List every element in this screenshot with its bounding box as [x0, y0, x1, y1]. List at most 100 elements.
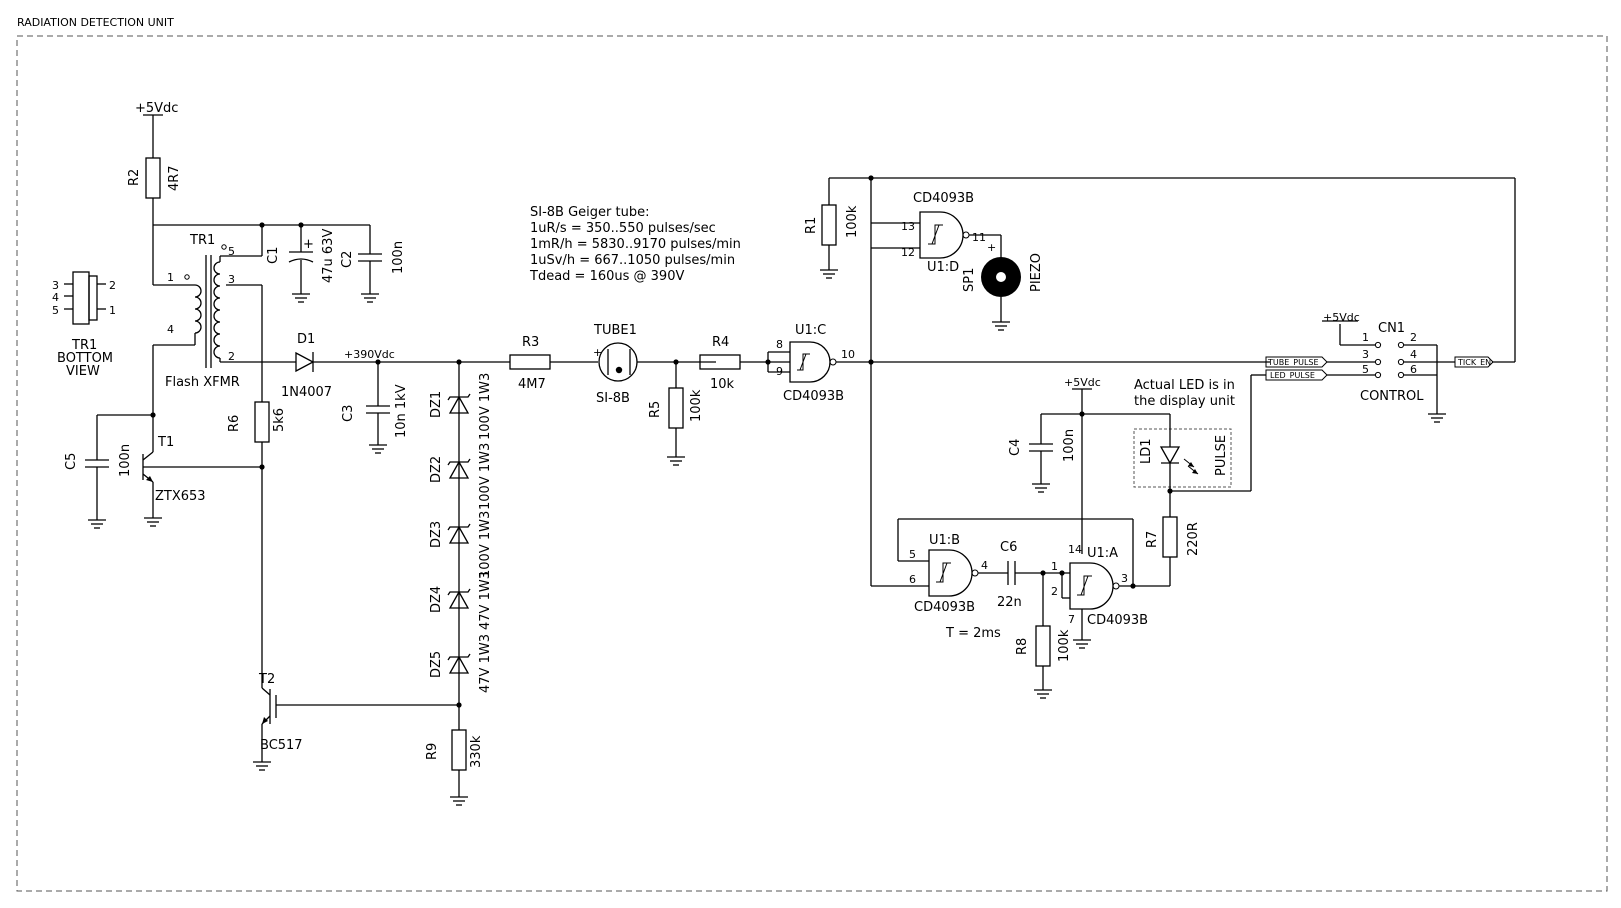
tr1-view-title: TR1	[71, 338, 97, 353]
ld1-ref: LD1	[1139, 438, 1154, 464]
c4-capacitor[interactable]: C4 100n	[1008, 414, 1077, 484]
c3-ref: C3	[341, 405, 356, 422]
tr1-view-pin-2: 2	[109, 279, 116, 292]
u1a-nand-gate[interactable]: 1 2 3 14 7 U1:A CD4093B	[1051, 543, 1170, 640]
r5-resistor[interactable]: R5 100k	[648, 362, 704, 457]
c2-capacitor[interactable]: C2 100n	[340, 225, 406, 294]
tr1-transformer[interactable]: TR1 Flash XFMR 1 2 3 4 5	[152, 225, 296, 402]
c5-ref: C5	[64, 453, 79, 470]
u1c-pin-10: 10	[841, 348, 855, 361]
u1a-part: CD4093B	[1087, 613, 1148, 628]
dz3-zener[interactable]: DZ3 100V 1W3	[429, 511, 493, 578]
cn1-pin-4: 4	[1410, 348, 1417, 361]
cn1-pin-1: 1	[1362, 331, 1369, 344]
u1a-pin-14: 14	[1068, 543, 1082, 556]
dz4-zener[interactable]: DZ4 47V 1W3	[429, 571, 493, 630]
sheet-title: RADIATION DETECTION UNIT	[17, 16, 174, 29]
u1b-pin-6: 6	[909, 573, 916, 586]
r1-resistor[interactable]: R1 100k	[804, 178, 860, 270]
d1-diode[interactable]: D1 1N4007	[281, 332, 510, 400]
r8-resistor[interactable]: R8 100k	[1015, 625, 1072, 690]
tr1-pin-1: 1	[167, 271, 174, 284]
tr1-view-pin-5: 5	[52, 304, 59, 317]
dz2-zener[interactable]: DZ2 100V 1W3	[429, 443, 493, 510]
hv-label: +390Vdc	[344, 348, 395, 361]
u1c-pin-8: 8	[776, 338, 783, 351]
sp1-piezo[interactable]: + SP1 PIEZO	[962, 241, 1044, 322]
t1-transistor[interactable]: T1 ZTX653	[142, 415, 262, 518]
tube1-ref: TUBE1	[593, 323, 637, 338]
t2-transistor[interactable]: T2 BC517	[258, 672, 459, 762]
cn1-connector[interactable]: +5Vdc 1 2 3 4 5 6 CN1 CONTROL	[1322, 311, 1455, 414]
r6-value: 5k6	[272, 408, 287, 432]
tr1-pin-2: 2	[228, 350, 235, 363]
dz5-zener[interactable]: DZ5 47V 1W3	[429, 634, 493, 693]
ground-r8	[1034, 689, 1052, 699]
tube-note-line-5: Tdead = 160us @ 390V	[529, 269, 684, 284]
ground-sp1	[992, 321, 1010, 331]
net-label-tick-en: TICK_EN	[1454, 356, 1494, 368]
tube1-geiger[interactable]: + TUBE1 SI-8B	[593, 323, 716, 406]
ground-u1a	[1073, 639, 1091, 649]
vdc-label: +5Vdc	[135, 101, 178, 116]
c5-value: 100n	[118, 444, 133, 477]
r4-resistor[interactable]: R4 10k	[699, 335, 790, 392]
sp1-plus: +	[987, 241, 996, 254]
u1c-pin-9: 9	[776, 365, 783, 378]
c5-capacitor[interactable]: C5 100n	[64, 444, 133, 520]
u1b-nand-gate[interactable]: 5 6 4 U1:B CD4093B	[909, 533, 1008, 615]
cn1-pin-2: 2	[1410, 331, 1417, 344]
t1-value: ZTX653	[155, 489, 206, 504]
r8-value: 100k	[1057, 629, 1072, 662]
ground-c2	[361, 293, 379, 303]
dz4-value: 47V 1W3	[478, 571, 493, 630]
c6-ref: C6	[1000, 540, 1017, 555]
u1a-pin-7: 7	[1068, 613, 1075, 626]
t2-ref: T2	[258, 672, 275, 687]
dz1-zener[interactable]: DZ1 100V 1W3	[429, 373, 493, 440]
u1c-ref: U1:C	[795, 323, 826, 338]
r4-ref: R4	[712, 335, 729, 350]
tube-note-line-2: 1uR/s = 350..550 pulses/sec	[530, 221, 716, 236]
net-led-pulse-text: LED_PULSE	[1270, 371, 1315, 380]
tube1-value: SI-8B	[596, 391, 630, 406]
dz5-ref: DZ5	[429, 651, 444, 678]
r6-resistor[interactable]: R6 5k6	[227, 401, 287, 443]
c1-value: 47u 63V	[321, 229, 336, 283]
sp1-ref: SP1	[962, 268, 977, 292]
u1b-pin-4: 4	[981, 559, 988, 572]
u1c-nand-gate[interactable]: 8 9 10 U1:C CD4093B	[767, 323, 1270, 404]
ground-r5	[667, 456, 685, 466]
c4-ref: C4	[1008, 439, 1023, 456]
c1-capacitor[interactable]: + C1 47u 63V	[266, 225, 336, 294]
c4-value: 100n	[1062, 429, 1077, 462]
tube1-plus: +	[593, 346, 602, 359]
c3-capacitor[interactable]: C3 10n 1kV	[341, 362, 409, 445]
r5-ref: R5	[648, 401, 663, 418]
u1d-part: CD4093B	[913, 191, 974, 206]
t1-ref: T1	[157, 435, 174, 450]
tr1-view-pin-4: 4	[52, 291, 59, 304]
r3-resistor[interactable]: R3 4M7	[509, 335, 598, 392]
ground-c1	[292, 293, 310, 303]
r5-value: 100k	[689, 389, 704, 422]
u1d-nand-gate[interactable]: 13 12 11 CD4093B U1:D	[871, 191, 1002, 275]
net-label-tube-pulse: TUBE_PULSE	[1265, 356, 1375, 368]
cn1-value: CONTROL	[1360, 389, 1424, 404]
r9-resistor[interactable]: R9 330k	[425, 729, 484, 797]
r9-ref: R9	[425, 743, 440, 760]
d1-value: 1N4007	[281, 385, 332, 400]
c6-capacitor[interactable]: C6 22n	[997, 540, 1070, 610]
c2-value: 100n	[391, 241, 406, 274]
u1d-pin-12: 12	[901, 246, 915, 259]
vdc-supply-led: +5Vdc	[1064, 376, 1101, 554]
tube-note-line-4: 1uSv/h = 667..1050 pulses/min	[530, 253, 735, 268]
vdc-led-label: +5Vdc	[1064, 376, 1101, 389]
cn1-ref: CN1	[1378, 321, 1405, 336]
ground-c4	[1032, 483, 1050, 493]
r2-resistor[interactable]: R2 4R7	[127, 157, 182, 199]
r7-resistor[interactable]: R7 220R	[1145, 516, 1201, 586]
tr1-pin-4: 4	[167, 323, 174, 336]
dz2-ref: DZ2	[429, 456, 444, 483]
